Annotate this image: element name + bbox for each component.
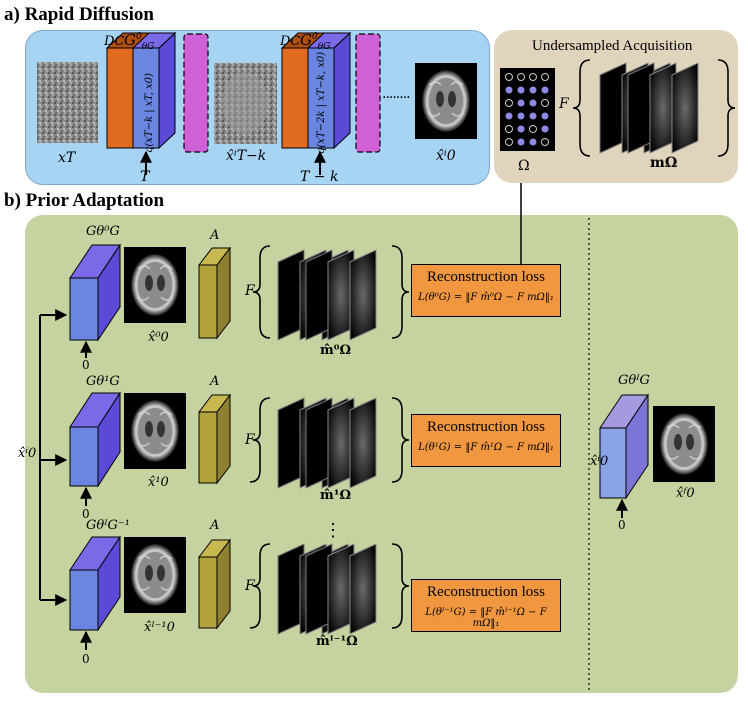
vertical-dots: ⋮ <box>324 520 342 541</box>
q-box-1 <box>183 33 209 153</box>
a-label-row-2: A <box>210 374 220 389</box>
x0i-right-label: x̂ⁱ0 <box>590 454 609 469</box>
a-block-row-2 <box>197 393 232 485</box>
f-label-row-2: F <box>245 432 255 448</box>
brain-row-1 <box>123 246 187 324</box>
a-block-row-3 <box>197 538 232 630</box>
f-label-row-3: F <box>245 578 255 594</box>
loss-equation-row-1: L(θ⁰G) = ‖F m̂⁰Ω − F mΩ‖₁ <box>418 292 554 303</box>
brain-row-2 <box>123 392 187 470</box>
noise-image-xt <box>37 62 98 143</box>
dc-generator-block-2 <box>280 31 352 150</box>
zero-final: 0 <box>618 518 626 532</box>
a-block-row-1 <box>197 246 232 340</box>
final-x-label: x̂ᶠ0 <box>676 486 695 501</box>
final-brain <box>652 405 716 483</box>
brain-row-3 <box>123 536 187 614</box>
mhat-row-3: m̂ᴵ⁻¹Ω <box>316 634 358 649</box>
g-label-row-1: Gθ⁰G <box>86 224 120 239</box>
t-minus-k-label: T − k <box>300 169 339 185</box>
generator-block-row-2 <box>69 391 121 488</box>
f-label-row-1: F <box>245 283 255 299</box>
q-label-1: q(xT−k | xT, x0) <box>144 73 155 153</box>
xhat-row-1: x̂⁰0 <box>148 330 169 345</box>
zero-row-3: 0 <box>82 652 90 666</box>
xhat-row-2: x̂¹0 <box>148 475 169 490</box>
section-b-title: b) Prior Adaptation <box>4 190 165 211</box>
mhat-row-1: m̂⁰Ω <box>320 343 352 358</box>
loss-box-row-2: Reconstruction loss L(θ¹G) = ‖F m̂¹Ω − F… <box>411 414 561 467</box>
q-label-2: q(xT−2k | xT−k, x0) <box>316 51 327 154</box>
x0i-left-label: x̂ⁱ0 <box>18 446 37 461</box>
t-label: T <box>140 169 150 185</box>
g-label-row-3: GθᴵG⁻¹ <box>86 518 130 533</box>
loss-box-row-3: Reconstruction loss L(θᴵ⁻¹G) = ‖F m̂ᴵ⁻¹Ω… <box>411 579 561 632</box>
generator-block-row-3 <box>69 535 121 632</box>
g-label-2: G0θG <box>300 31 331 52</box>
brain-x0-a <box>414 62 478 140</box>
loss-title-row-3: Reconstruction loss <box>427 584 545 600</box>
loss-title-row-1: Reconstruction loss <box>427 269 545 285</box>
dc-generator-block-1 <box>105 31 177 150</box>
xt-label: xT <box>58 150 76 166</box>
loss-box-row-1: Reconstruction loss L(θ⁰G) = ‖F m̂⁰Ω − F… <box>411 264 561 317</box>
mask-omega <box>500 68 555 151</box>
loss-title-row-2: Reconstruction loss <box>427 419 545 435</box>
mhat-row-2: m̂¹Ω <box>320 488 352 503</box>
acq-f-label: F <box>559 96 569 112</box>
mask-dots <box>505 73 549 146</box>
a-label-row-1: A <box>210 228 220 243</box>
dc-label-1: DC <box>104 34 125 49</box>
noisy-brain <box>222 72 268 134</box>
section-a-title: a) Rapid Diffusion <box>4 4 154 25</box>
generator-block-row-1 <box>69 243 121 342</box>
a-label-row-3: A <box>210 518 220 533</box>
x-hat-t-k-label: x̂ⁱT−k <box>226 148 267 164</box>
omega-label: Ω <box>518 158 530 174</box>
g-label-row-2: Gθ¹G <box>86 374 120 389</box>
loss-equation-row-2: L(θ¹G) = ‖F m̂¹Ω − F mΩ‖₁ <box>418 442 554 453</box>
final-generator-block <box>599 393 649 500</box>
loss-equation-row-3: L(θᴵ⁻¹G) = ‖F m̂ᴵ⁻¹Ω − F mΩ‖₁ <box>425 607 547 629</box>
acquisition-title: Undersampled Acquisition <box>532 38 693 54</box>
q-box-2 <box>355 33 381 153</box>
dc-label-2: DC <box>280 34 301 49</box>
g-label-1: G0θG <box>124 31 155 52</box>
xhat-row-3: x̂ᴵ⁻¹0 <box>144 620 175 635</box>
zero-row-2: 0 <box>82 507 90 521</box>
final-g-label: GθᴵG <box>618 373 650 388</box>
dots-a: ........ <box>382 86 411 102</box>
m-omega-label: mΩ <box>650 155 678 171</box>
zero-row-1: 0 <box>82 358 90 372</box>
x-hat-0-label: x̂ⁱ0 <box>436 148 456 164</box>
